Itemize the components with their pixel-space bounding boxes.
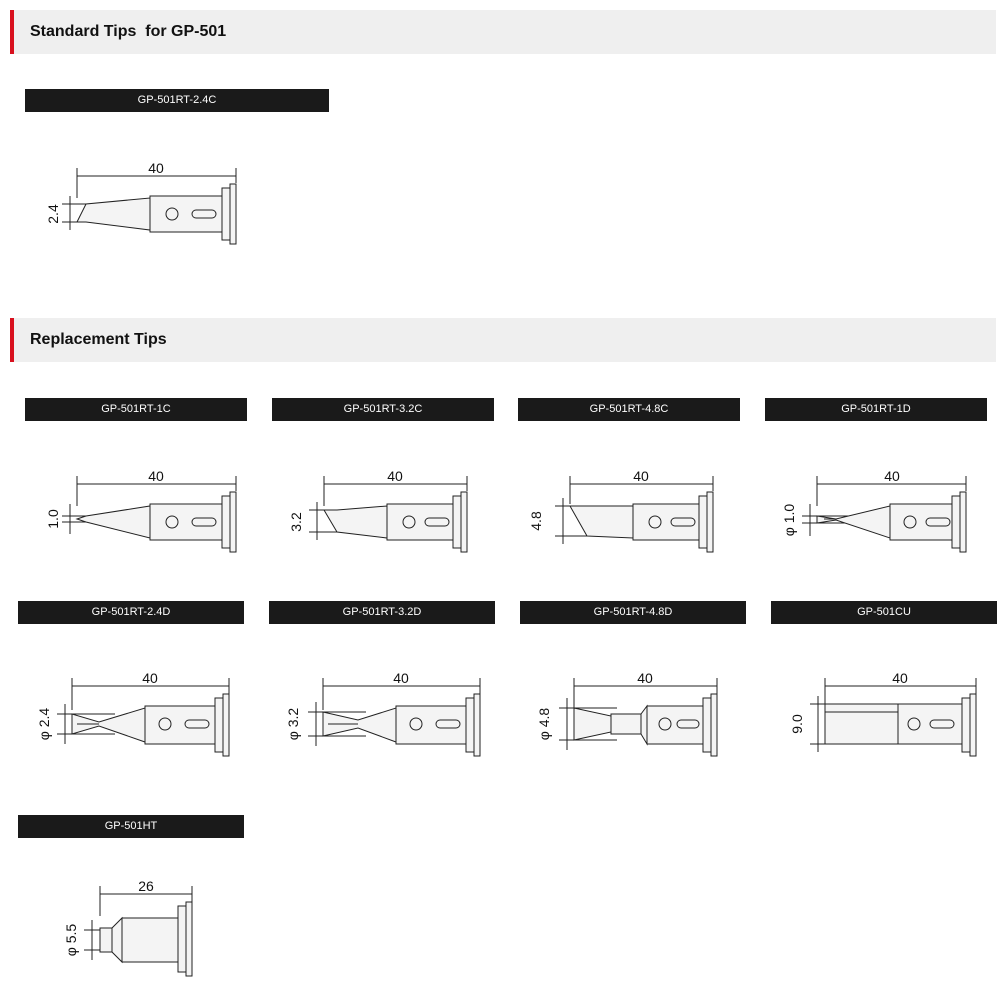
size-dimension: φ 3.2 (285, 708, 301, 741)
size-dimension: 9.0 (789, 714, 805, 734)
length-dimension: 26 (138, 878, 154, 894)
tip-drawing-screwdriver: 40 φ 2.4 (35, 670, 275, 770)
size-dimension: φ 2.4 (36, 708, 52, 741)
length-dimension: 40 (148, 160, 164, 176)
tip-drawing-chisel: 40 2.4 (40, 158, 280, 258)
tip-drawing-conical: 40 φ 1.0 (780, 466, 1000, 566)
tip-label: GP-501RT-4.8D (520, 601, 746, 624)
size-dimension: 2.4 (45, 204, 61, 224)
size-dimension: 1.0 (45, 509, 61, 529)
tip-label: GP-501RT-4.8C (518, 398, 740, 421)
size-dimension: φ 1.0 (781, 504, 797, 537)
tip-label: GP-501HT (18, 815, 244, 838)
section-header-replacement-tips: Replacement Tips (10, 318, 996, 362)
size-dimension: φ 4.8 (536, 708, 552, 741)
tip-drawing-chisel: 40 4.8 (528, 466, 773, 566)
size-dimension: 3.2 (288, 512, 304, 532)
size-dimension: φ 5.5 (63, 924, 79, 957)
tip-label: GP-501RT-3.2D (269, 601, 495, 624)
length-dimension: 40 (387, 468, 403, 484)
tip-drawing-chisel: 40 3.2 (287, 466, 527, 566)
tip-drawing-screwdriver: 40 φ 4.8 (536, 670, 777, 770)
tip-drawing-chisel: 40 1.0 (40, 466, 280, 566)
tip-drawing-screwdriver: 40 φ 3.2 (285, 670, 526, 770)
tip-label: GP-501CU (771, 601, 997, 624)
tip-label: GP-501RT-2.4D (18, 601, 244, 624)
tip-drawing-copper-tube: 40 9.0 (788, 670, 1000, 770)
size-dimension: 4.8 (528, 511, 544, 531)
section-title: Replacement Tips (30, 331, 167, 348)
tip-label: GP-501RT-3.2C (272, 398, 494, 421)
length-dimension: 40 (884, 468, 900, 484)
tip-label: GP-501RT-2.4C (25, 89, 329, 112)
section-title: Standard Tips for GP-501 (30, 23, 227, 40)
tip-label: GP-501RT-1C (25, 398, 247, 421)
length-dimension: 40 (892, 670, 908, 686)
length-dimension: 40 (637, 670, 653, 686)
length-dimension: 40 (148, 468, 164, 484)
length-dimension: 40 (142, 670, 158, 686)
length-dimension: 40 (393, 670, 409, 686)
tip-label: GP-501RT-1D (765, 398, 987, 421)
tip-drawing-hot-blower: 26 φ 5.5 (60, 878, 300, 980)
length-dimension: 40 (633, 468, 649, 484)
section-header-standard-tips: Standard Tips for GP-501 (10, 10, 996, 54)
